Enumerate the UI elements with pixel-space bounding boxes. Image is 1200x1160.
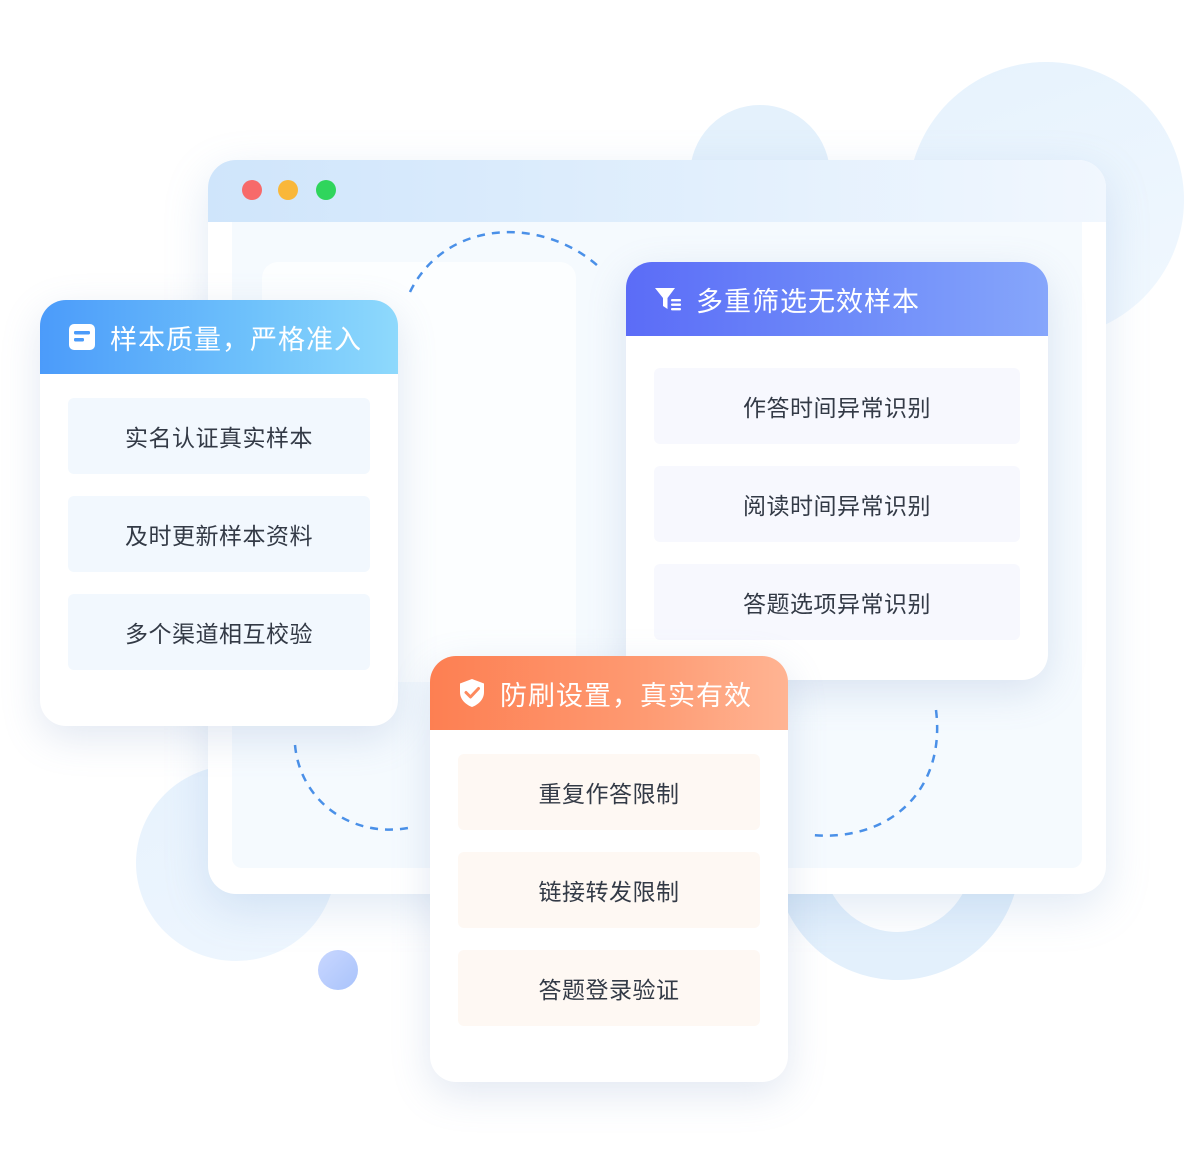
dashed-arc-left	[293, 744, 409, 831]
card-invalid-filter: 多重筛选无效样本 作答时间异常识别 阅读时间异常识别 答题选项异常识别	[626, 262, 1048, 680]
list-item: 阅读时间异常识别	[654, 466, 1020, 542]
maximize-dot	[316, 180, 336, 200]
list-item: 重复作答限制	[458, 754, 760, 830]
list-item: 链接转发限制	[458, 852, 760, 928]
card-title: 样本质量，严格准入	[110, 324, 362, 356]
document-icon	[69, 324, 95, 350]
list-item: 答题选项异常识别	[654, 564, 1020, 640]
browser-title-bar	[208, 160, 1106, 222]
filter-icon	[655, 288, 681, 311]
card-title: 防刷设置，真实有效	[500, 680, 752, 712]
close-dot	[242, 180, 262, 200]
card-header-sample-quality: 样本质量，严格准入	[40, 300, 398, 374]
list-item: 实名认证真实样本	[68, 398, 370, 474]
card-header-invalid-filter: 多重筛选无效样本	[626, 262, 1048, 336]
list-item: 答题登录验证	[458, 950, 760, 1026]
dashed-arc-right	[811, 709, 939, 837]
list-item: 多个渠道相互校验	[68, 594, 370, 670]
minimize-dot	[278, 180, 298, 200]
dashed-arc-top	[408, 230, 599, 293]
card-anti-fraud: 防刷设置，真实有效 重复作答限制 链接转发限制 答题登录验证	[430, 656, 788, 1082]
card-title: 多重筛选无效样本	[696, 286, 920, 318]
decorative-dot	[318, 950, 358, 990]
card-sample-quality: 样本质量，严格准入 实名认证真实样本 及时更新样本资料 多个渠道相互校验	[40, 300, 398, 726]
card-header-anti-fraud: 防刷设置，真实有效	[430, 656, 788, 730]
shield-check-icon	[460, 679, 484, 707]
list-item: 及时更新样本资料	[68, 496, 370, 572]
list-item: 作答时间异常识别	[654, 368, 1020, 444]
